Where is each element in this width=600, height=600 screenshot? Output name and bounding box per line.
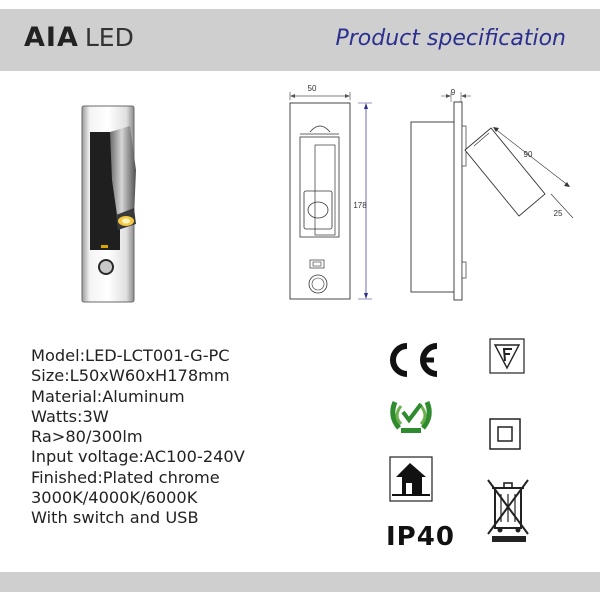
spec-size: Size:L50xW60xH178mm — [31, 366, 230, 386]
spec-material: Material:Aluminum — [31, 386, 185, 406]
height-dimension-label: 178 — [353, 201, 367, 210]
front-drawing — [289, 92, 372, 300]
depth-dimension-label: 9 — [451, 88, 456, 97]
logo-light-text: LED — [84, 23, 134, 52]
brand-logo: AIA LED — [24, 22, 134, 53]
spec-finish: Finished:Plated chrome — [31, 467, 220, 487]
product-photo — [81, 105, 136, 303]
indoor-use-icon — [389, 456, 433, 502]
spec-list: Model:LED-LCT001-G-PC Size:L50xW60xH178m… — [31, 346, 245, 529]
ce-mark-icon — [390, 343, 438, 377]
spec-watts: Watts:3W — [31, 406, 109, 426]
ip-rating-label: IP40 — [386, 522, 455, 552]
double-insulation-icon — [489, 418, 521, 450]
spec-ra: Ra>80/300lm — [31, 427, 143, 447]
spec-input-voltage: Input voltage:AC100-240V — [31, 447, 245, 467]
head-width-dimension-label: 25 — [554, 209, 563, 218]
footer-bar — [0, 572, 600, 592]
side-drawing — [410, 92, 574, 301]
weee-bin-icon — [487, 479, 529, 542]
width-dimension-label: 50 — [308, 84, 317, 93]
green-leaf-certification-icon — [390, 401, 432, 433]
page-title: Product specification — [335, 26, 567, 51]
f-mark-icon — [489, 338, 525, 374]
logo-bold-text: AIA — [24, 22, 79, 53]
spec-color-temp: 3000K/4000K/6000K — [31, 488, 198, 508]
spec-features: With switch and USB — [31, 508, 199, 528]
spec-model: Model:LED-LCT001-G-PC — [31, 346, 230, 365]
header-bar — [0, 9, 600, 71]
